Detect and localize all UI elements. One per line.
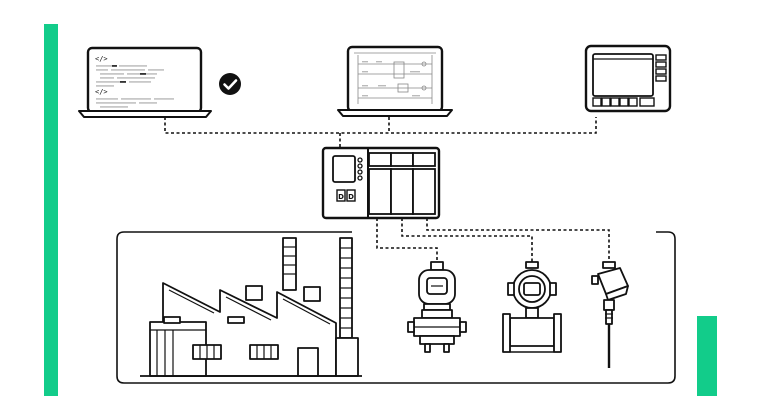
hmi-panel-icon — [584, 44, 672, 113]
pressure-transmitter-icon — [407, 261, 467, 353]
connection-temperature — [426, 218, 610, 262]
plc-slot-label-1: D — [338, 193, 344, 201]
temperature-sensor-icon — [591, 261, 629, 368]
laptop-code-icon: </> </> — [78, 46, 212, 118]
connection-pressure — [376, 218, 438, 262]
check-circle-icon — [219, 73, 241, 95]
network-connections — [164, 117, 610, 262]
flow-meter-icon — [502, 261, 562, 353]
accent-bar-left — [44, 24, 58, 396]
field-area-frame — [116, 231, 676, 384]
laptop-ladder-icon — [337, 45, 453, 117]
connection-flow — [401, 218, 533, 262]
factory-chimneys — [282, 237, 353, 339]
plc-controller-icon: D D — [321, 146, 441, 220]
code-tag-top: </> — [95, 55, 108, 63]
accent-bar-right — [697, 316, 717, 396]
factory-windows — [192, 344, 279, 360]
code-tag-bottom: </> — [95, 88, 108, 96]
connection-laptop-code — [164, 117, 597, 134]
plc-slot-label-2: D — [348, 193, 354, 201]
factory-icon — [140, 237, 362, 377]
